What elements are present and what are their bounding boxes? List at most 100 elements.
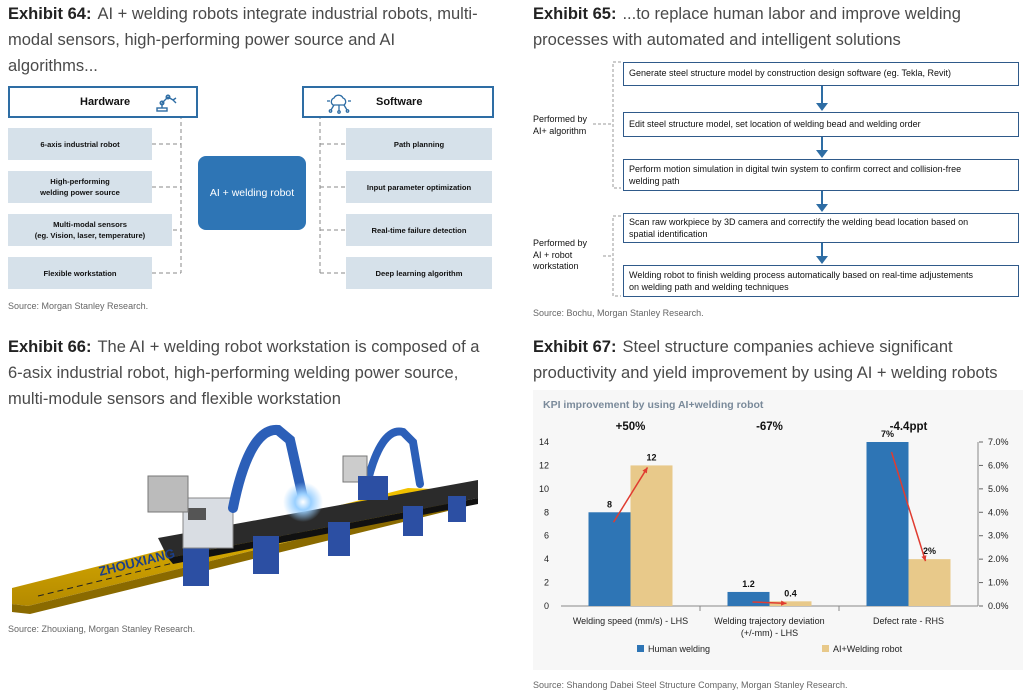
- data-label: 1.2: [742, 579, 755, 589]
- bar-human: [866, 442, 909, 606]
- y-left-tick-label: 8: [544, 507, 549, 517]
- change-arrow: [612, 467, 649, 523]
- software-item: Deep learning algorithm: [346, 257, 492, 289]
- bar-ai: [630, 465, 673, 606]
- flow-step-3: Perform motion simulation in digital twi…: [623, 159, 1019, 191]
- change-arrowhead: [642, 467, 648, 474]
- exhibit-64-diagram: Hardware Software 6-axis industrial robo: [8, 84, 498, 290]
- label-line: Performed by: [533, 238, 588, 248]
- bar-ai: [908, 559, 951, 606]
- exhibit-65-flowchart: Performed by AI+ algorithm Performed by …: [533, 58, 1021, 302]
- y-left-tick-label: 2: [544, 578, 549, 588]
- group2-label: Performed by AI + robot workstation: [533, 238, 587, 273]
- software-item: Real-time failure detection: [346, 214, 492, 246]
- exhibit-64-title: Exhibit 64: AI + welding robots integrate…: [8, 1, 503, 79]
- y-right-tick-label: 4.0%: [988, 507, 1009, 517]
- y-right-tick-label: 0.0%: [988, 601, 1009, 611]
- data-label: 7%: [881, 429, 894, 439]
- title-line: algorithms...: [8, 57, 98, 75]
- y-right-tick-label: 3.0%: [988, 531, 1009, 541]
- hardware-item-label: Multi-modal sensors: [53, 220, 127, 229]
- hardware-item-label: (eg. Vision, laser, temperature): [34, 231, 146, 240]
- label-line: AI+ algorithm: [533, 125, 587, 136]
- software-item-label: Input parameter optimization: [366, 182, 472, 192]
- welding-workstation-image: ZHOUXIANG: [8, 418, 503, 614]
- software-item: Path planning: [346, 128, 492, 160]
- exhibit-66-label: Exhibit 66:: [8, 338, 92, 356]
- change-arrowhead: [780, 600, 787, 606]
- connector-lines: [152, 108, 346, 274]
- y-left-tick-label: 10: [539, 484, 549, 494]
- software-item-label: Path planning: [393, 139, 445, 149]
- data-label: 2%: [923, 546, 936, 556]
- kpi-chart-svg: KPI improvement by using AI+welding robo…: [539, 399, 1009, 654]
- title-line: The AI + welding robot workstation is co…: [97, 338, 480, 356]
- y-left-tick-label: 6: [544, 531, 549, 541]
- hardware-item-label: High-performing: [50, 177, 110, 186]
- y-left-tick-label: 4: [544, 554, 549, 564]
- software-item-label: Deep learning algorithm: [375, 268, 463, 278]
- center-ai-welding-robot: AI + welding robot: [198, 156, 306, 230]
- robot-arm-icon: [156, 94, 177, 112]
- category-label: Welding speed (mm/s) - LHS: [573, 616, 688, 626]
- label-line: Performed by: [533, 114, 588, 124]
- step-text: Welding robot to finish welding process …: [629, 270, 974, 280]
- exhibit-66-source: Source: Zhouxiang, Morgan Stanley Resear…: [8, 624, 196, 634]
- flow-step-5: Welding robot to finish welding process …: [623, 265, 1019, 297]
- y-right-tick-label: 5.0%: [988, 484, 1009, 494]
- category-label: Defect rate - RHS: [873, 616, 944, 626]
- title-line: Steel structure companies achieve signif…: [622, 338, 953, 356]
- title-line: productivity and yield improvement by us…: [533, 364, 998, 382]
- exhibit-65-label: Exhibit 65:: [533, 5, 617, 23]
- data-label: 8: [607, 499, 612, 509]
- exhibit-67-label: Exhibit 67:: [533, 338, 617, 356]
- title-line: AI + welding robots integrate industrial…: [97, 5, 478, 23]
- y-right-tick-label: 7.0%: [988, 437, 1009, 447]
- exhibit-65-source: Source: Bochu, Morgan Stanley Research.: [533, 308, 704, 318]
- software-item-label: Real-time failure detection: [371, 225, 467, 235]
- exhibit-67-source: Source: Shandong Dabei Steel Structure C…: [533, 680, 848, 690]
- exhibit-64-label: Exhibit 64:: [8, 5, 92, 23]
- step-text: on welding path and welding techniques: [629, 281, 789, 292]
- label-line: workstation: [533, 261, 579, 271]
- change-label: -67%: [756, 421, 783, 433]
- chart-title: KPI improvement by using AI+welding robo…: [543, 399, 764, 411]
- title-line: multi-module sensors and flexible workst…: [8, 390, 341, 408]
- software-item: Input parameter optimization: [346, 171, 492, 203]
- data-label: 12: [646, 452, 656, 462]
- step-text: welding path: [629, 175, 680, 186]
- category-label: (+/-mm) - LHS: [741, 628, 798, 638]
- change-label: -4.4ppt: [890, 421, 928, 433]
- change-arrow: [890, 451, 927, 562]
- hardware-item-label: welding power source: [40, 188, 120, 197]
- hardware-item-label: 6-axis industrial robot: [40, 139, 120, 149]
- legend-swatch-human: [637, 645, 644, 652]
- y-right-tick-label: 2.0%: [988, 554, 1009, 564]
- step-text: Edit steel structure model, set location…: [629, 119, 921, 129]
- title-line: processes with automated and intelligent…: [533, 31, 901, 49]
- flow-step-4: Scan raw workpiece by 3D camera and corr…: [623, 213, 1019, 243]
- hardware-label: Hardware: [80, 96, 131, 108]
- software-label: Software: [376, 96, 423, 108]
- hardware-item: High-performing welding power source: [8, 171, 152, 203]
- hardware-item: Multi-modal sensors (eg. Vision, laser, …: [8, 214, 172, 246]
- label-line: AI + robot: [533, 249, 573, 260]
- category-label: Welding trajectory deviation: [714, 616, 824, 626]
- title-line: 6-asix industrial robot, high-performing…: [8, 364, 459, 382]
- y-left-tick-label: 0: [544, 601, 549, 611]
- exhibit-67-chart: KPI improvement by using AI+welding robo…: [533, 390, 1023, 670]
- y-left-tick-label: 12: [539, 460, 549, 470]
- network-brain-icon: [327, 94, 351, 114]
- flow-step-1: Generate steel structure model by constr…: [623, 62, 1019, 86]
- legend-label-ai: AI+Welding robot: [833, 644, 903, 654]
- exhibit-66-title: Exhibit 66: The AI + welding robot workst…: [8, 334, 508, 412]
- step-text: Perform motion simulation in digital twi…: [629, 164, 962, 174]
- legend-swatch-ai: [822, 645, 829, 652]
- step-text: Scan raw workpiece by 3D camera and corr…: [629, 217, 969, 227]
- exhibit-67-title: Exhibit 67: Steel structure companies ach…: [533, 334, 1021, 386]
- y-right-tick-label: 1.0%: [988, 578, 1009, 588]
- step-text: Generate steel structure model by constr…: [629, 68, 951, 78]
- change-arrowhead: [921, 555, 927, 562]
- bar-human: [588, 512, 631, 606]
- legend-label-human: Human welding: [648, 644, 710, 654]
